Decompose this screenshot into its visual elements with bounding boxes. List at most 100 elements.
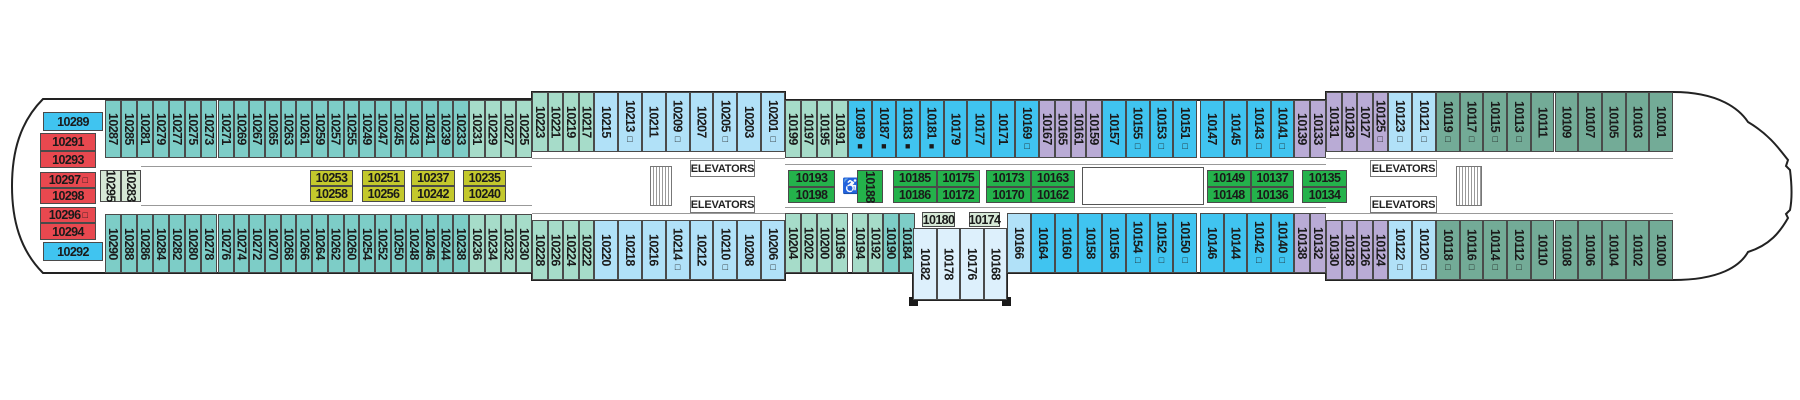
cabin-10277[interactable]: 10277 <box>169 100 185 158</box>
cabin-10175[interactable]: 10175 <box>936 170 980 187</box>
cabin-10141[interactable]: 10141□ <box>1270 100 1294 158</box>
cabin-10142[interactable]: 10142□ <box>1247 213 1271 273</box>
cabin-10160[interactable]: 10160 <box>1054 213 1079 273</box>
cabin-10144[interactable]: 10144 <box>1223 213 1247 273</box>
cabin-10116[interactable]: 10116□ <box>1459 220 1484 280</box>
cabin-10282[interactable]: 10282 <box>169 214 185 273</box>
cabin-10177[interactable]: 10177 <box>967 100 992 158</box>
cabin-10276[interactable]: 10276 <box>218 214 234 273</box>
cabin-10192[interactable]: 10192 <box>867 213 883 273</box>
cabin-10125[interactable]: 10125□ <box>1372 92 1388 152</box>
cabin-10149[interactable]: 10149 <box>1207 170 1251 187</box>
cabin-10278[interactable]: 10278 <box>201 214 217 273</box>
cabin-10295[interactable]: 10295 <box>100 170 121 202</box>
cabin-10106[interactable]: 10106 <box>1578 220 1602 280</box>
cabin-10216[interactable]: 10216 <box>641 220 666 280</box>
cabin-10251[interactable]: 10251 <box>362 170 405 186</box>
cabin-10111[interactable]: 10111 <box>1530 92 1555 152</box>
cabin-10167[interactable]: 10167 <box>1039 100 1055 158</box>
cabin-10238[interactable]: 10238 <box>453 214 469 273</box>
cabin-10139[interactable]: 10139 <box>1294 100 1310 158</box>
cabin-10223[interactable]: 10223 <box>532 92 548 152</box>
cabin-10103[interactable]: 10103 <box>1625 92 1650 152</box>
cabin-10254[interactable]: 10254 <box>359 214 375 273</box>
cabin-10210[interactable]: 10210□ <box>713 220 738 280</box>
cabin-10233[interactable]: 10233 <box>453 100 469 158</box>
cabin-10298[interactable]: 10298 <box>40 188 96 204</box>
cabin-10183[interactable]: 10183■ <box>895 100 920 158</box>
cabin-10225[interactable]: 10225 <box>516 100 532 158</box>
cabin-10161[interactable]: 10161 <box>1070 100 1087 158</box>
cabin-10100[interactable]: 10100 <box>1649 220 1673 280</box>
cabin-10168[interactable]: 10168 <box>983 228 1007 300</box>
cabin-10286[interactable]: 10286 <box>137 214 153 273</box>
cabin-10227[interactable]: 10227 <box>500 100 517 158</box>
cabin-10284[interactable]: 10284 <box>153 214 169 273</box>
cabin-10176[interactable]: 10176 <box>960 228 984 300</box>
cabin-10138[interactable]: 10138 <box>1294 213 1310 273</box>
cabin-10221[interactable]: 10221 <box>547 92 563 152</box>
cabin-10252[interactable]: 10252 <box>374 214 391 273</box>
cabin-10194[interactable]: 10194 <box>852 213 868 273</box>
cabin-10235[interactable]: 10235 <box>463 170 506 186</box>
cabin-10109[interactable]: 10109 <box>1554 92 1579 152</box>
cabin-10291[interactable]: 10291 <box>40 133 96 151</box>
cabin-10294[interactable]: 10294 <box>40 223 96 240</box>
cabin-10120[interactable]: 10120□ <box>1412 220 1436 280</box>
cabin-10208[interactable]: 10208 <box>737 220 762 280</box>
cabin-10179[interactable]: 10179 <box>943 100 968 158</box>
cabin-10191[interactable]: 10191 <box>832 100 848 158</box>
cabin-10140[interactable]: 10140□ <box>1270 213 1294 273</box>
cabin-10219[interactable]: 10219 <box>563 92 579 152</box>
cabin-10290[interactable]: 10290 <box>105 214 121 273</box>
cabin-10150[interactable]: 10150□ <box>1173 213 1197 273</box>
cabin-10135[interactable]: 10135 <box>1302 170 1347 187</box>
cabin-10218[interactable]: 10218 <box>617 220 642 280</box>
cabin-10101[interactable]: 10101 <box>1649 92 1673 152</box>
cabin-10193[interactable]: 10193 <box>788 170 835 187</box>
cabin-10257[interactable]: 10257 <box>327 100 344 158</box>
cabin-10130[interactable]: 10130 <box>1326 220 1342 280</box>
cabin-10186[interactable]: 10186 <box>893 186 937 203</box>
cabin-10262[interactable]: 10262 <box>327 214 344 273</box>
cabin-10241[interactable]: 10241 <box>421 100 438 158</box>
cabin-10180[interactable]: 10180 <box>922 212 955 227</box>
cabin-10248[interactable]: 10248 <box>406 214 422 273</box>
cabin-10119[interactable]: 10119□ <box>1436 92 1460 152</box>
cabin-10145[interactable]: 10145 <box>1223 100 1247 158</box>
cabin-10240[interactable]: 10240 <box>463 186 506 202</box>
cabin-10124[interactable]: 10124 <box>1372 220 1388 280</box>
cabin-10198[interactable]: 10198 <box>788 186 835 203</box>
cabin-10228[interactable]: 10228 <box>532 220 548 280</box>
cabin-10107[interactable]: 10107 <box>1578 92 1602 152</box>
cabin-10280[interactable]: 10280 <box>185 214 201 273</box>
cabin-10275[interactable]: 10275 <box>185 100 201 158</box>
cabin-10172[interactable]: 10172 <box>936 186 980 203</box>
cabin-10222[interactable]: 10222 <box>578 220 594 280</box>
cabin-10114[interactable]: 10114□ <box>1483 220 1508 280</box>
cabin-10214[interactable]: 10214□ <box>665 220 690 280</box>
cabin-10187[interactable]: 10187■ <box>871 100 896 158</box>
cabin-10285[interactable]: 10285 <box>121 100 137 158</box>
cabin-10297[interactable]: 10297□ <box>40 172 96 188</box>
cabin-10201[interactable]: 10201□ <box>761 92 785 152</box>
cabin-10164[interactable]: 10164 <box>1031 213 1055 273</box>
cabin-10163[interactable]: 10163 <box>1030 170 1075 187</box>
cabin-10205[interactable]: 10205□ <box>713 92 738 152</box>
cabin-10122[interactable]: 10122□ <box>1388 220 1412 280</box>
cabin-10211[interactable]: 10211 <box>641 92 666 152</box>
cabin-10231[interactable]: 10231 <box>469 100 485 158</box>
cabin-10273[interactable]: 10273 <box>201 100 217 158</box>
cabin-10158[interactable]: 10158 <box>1078 213 1103 273</box>
cabin-10113[interactable]: 10113□ <box>1507 92 1531 152</box>
cabin-10274[interactable]: 10274 <box>233 214 250 273</box>
cabin-10162[interactable]: 10162 <box>1030 186 1075 203</box>
cabin-10196[interactable]: 10196 <box>832 213 848 273</box>
cabin-10143[interactable]: 10143□ <box>1247 100 1271 158</box>
cabin-10155[interactable]: 10155□ <box>1125 100 1150 158</box>
cabin-10136[interactable]: 10136 <box>1250 186 1294 203</box>
cabin-10292[interactable]: 10292 <box>43 242 103 261</box>
cabin-10279[interactable]: 10279 <box>153 100 169 158</box>
cabin-10178[interactable]: 10178 <box>936 228 960 300</box>
cabin-10188[interactable]: 10188 <box>857 170 883 203</box>
